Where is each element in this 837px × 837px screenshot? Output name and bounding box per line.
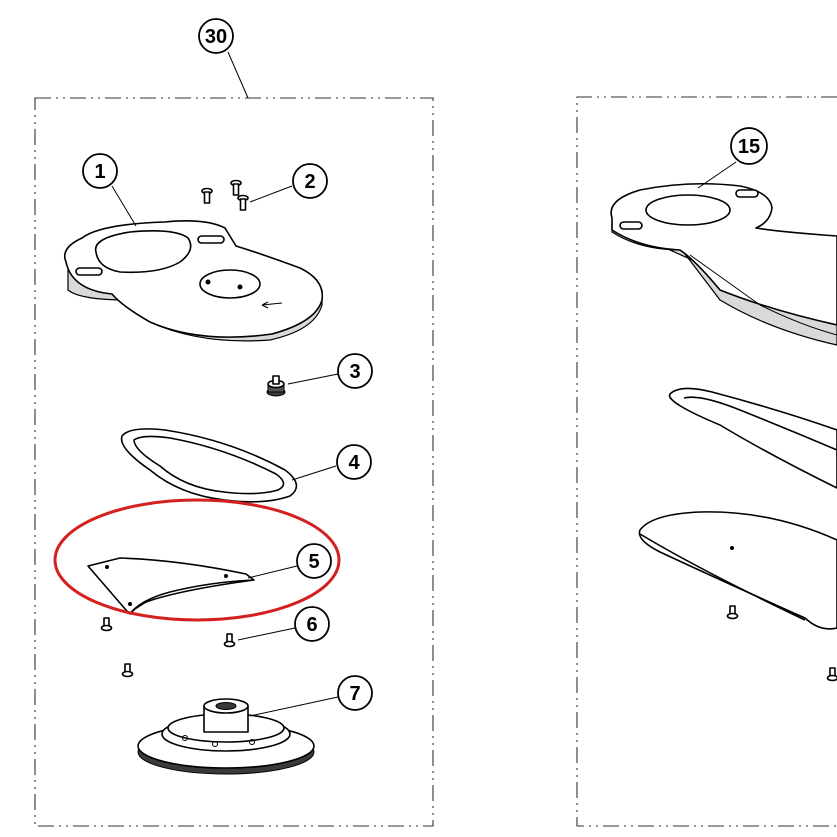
callout-5-circle bbox=[296, 543, 332, 579]
callout-3-label: 3 bbox=[349, 361, 360, 383]
part-7-bolt-hole-b bbox=[212, 741, 218, 747]
part-5-hole-a bbox=[105, 565, 109, 569]
part-5-plate-body bbox=[87, 557, 255, 615]
callout-15-leader bbox=[697, 161, 737, 189]
right-bolt-b bbox=[826, 667, 837, 682]
part-2-screw-a bbox=[201, 187, 213, 204]
callout-6-label: 6 bbox=[306, 614, 317, 636]
callout-5-leader bbox=[247, 565, 298, 579]
part-15-arm-plate[interactable] bbox=[610, 182, 837, 346]
part-5-plate-edge bbox=[129, 579, 255, 615]
callout-1-circle bbox=[82, 153, 118, 189]
callout-30-circle bbox=[198, 18, 234, 54]
callout-5[interactable]: 5 bbox=[247, 543, 332, 579]
right-bolt-a bbox=[726, 605, 739, 620]
callout-7-circle bbox=[337, 675, 373, 711]
callout-6[interactable]: 6 bbox=[237, 606, 330, 642]
part-4-inner bbox=[133, 435, 285, 495]
part-1-top-face bbox=[63, 220, 324, 338]
right-plate[interactable] bbox=[638, 511, 837, 630]
callout-3[interactable]: 3 bbox=[287, 353, 373, 389]
part-15-arm-edge bbox=[689, 254, 837, 336]
part-1-hole-b bbox=[237, 284, 243, 290]
part-1-boss bbox=[199, 269, 261, 299]
callout-15[interactable]: 15 bbox=[697, 127, 768, 189]
assembly-30-boundary bbox=[34, 97, 434, 827]
part-7-pulley-disc[interactable] bbox=[137, 698, 315, 775]
part-6-bolt-a bbox=[100, 617, 113, 632]
right-bolts[interactable] bbox=[726, 605, 837, 682]
callout-4-leader bbox=[291, 465, 337, 481]
part-1-housing-plate[interactable] bbox=[63, 220, 324, 342]
highlight-ellipse bbox=[53, 498, 341, 622]
part-2-screw-c bbox=[237, 194, 249, 211]
callout-4-circle bbox=[336, 444, 372, 480]
part-15-slot-left bbox=[619, 221, 643, 230]
part-2-screw-b bbox=[230, 179, 242, 196]
callout-3-circle bbox=[337, 353, 373, 389]
part-3-knob[interactable] bbox=[266, 375, 286, 397]
part-5-deflector-plate[interactable] bbox=[87, 557, 255, 615]
right-gasket-outer bbox=[668, 387, 837, 489]
right-gasket[interactable] bbox=[668, 387, 837, 489]
right-gasket-inner bbox=[683, 396, 837, 451]
right-assembly-boundary bbox=[576, 96, 837, 827]
part-6-bolt-c bbox=[121, 663, 134, 678]
part-5-hole-c bbox=[128, 602, 132, 606]
callout-7[interactable]: 7 bbox=[249, 675, 373, 717]
part-4-gasket[interactable] bbox=[120, 428, 298, 503]
callout-1-label: 1 bbox=[94, 161, 105, 183]
part-3-stem bbox=[272, 375, 280, 385]
callout-15-label: 15 bbox=[738, 136, 760, 158]
part-2-screws[interactable] bbox=[201, 179, 249, 211]
callout-5-label: 5 bbox=[308, 551, 319, 573]
callout-30[interactable]: 30 bbox=[198, 18, 249, 99]
callout-6-leader bbox=[237, 627, 296, 641]
callout-3-leader bbox=[287, 373, 339, 385]
part-1-opening bbox=[94, 230, 192, 274]
part-7-bearing bbox=[215, 702, 237, 710]
part-7-bolt-hole-c bbox=[249, 739, 255, 745]
part-1-slot-left bbox=[75, 267, 103, 276]
callout-2-leader bbox=[249, 185, 293, 203]
part-1-arrow-mark bbox=[261, 301, 283, 309]
part-5-hole-b bbox=[224, 574, 228, 578]
callout-6-circle bbox=[294, 606, 330, 642]
part-15-slot-right bbox=[735, 189, 759, 198]
callout-7-label: 7 bbox=[349, 683, 360, 705]
callout-4-label: 4 bbox=[348, 452, 360, 474]
callout-1-leader bbox=[111, 185, 137, 227]
callout-4[interactable]: 4 bbox=[291, 444, 372, 481]
callout-15-circle bbox=[730, 127, 768, 165]
callout-2[interactable]: 2 bbox=[249, 163, 328, 203]
callout-30-label: 30 bbox=[205, 26, 227, 48]
callout-1[interactable]: 1 bbox=[82, 153, 137, 227]
callout-2-circle bbox=[292, 163, 328, 199]
part-1-hole-a bbox=[205, 279, 211, 285]
right-plate-hole bbox=[730, 546, 734, 550]
part-6-bolts[interactable] bbox=[100, 617, 236, 678]
callout-7-leader bbox=[249, 696, 339, 717]
part-15-ring-opening bbox=[645, 194, 731, 226]
right-plate-edge bbox=[639, 533, 806, 621]
part-1-slot-right bbox=[197, 235, 225, 244]
part-6-bolt-b bbox=[223, 633, 236, 648]
callout-2-label: 2 bbox=[304, 171, 315, 193]
right-plate-body bbox=[638, 511, 837, 630]
callout-30-leader bbox=[227, 51, 249, 99]
part-7-bolt-hole-a bbox=[182, 735, 188, 741]
